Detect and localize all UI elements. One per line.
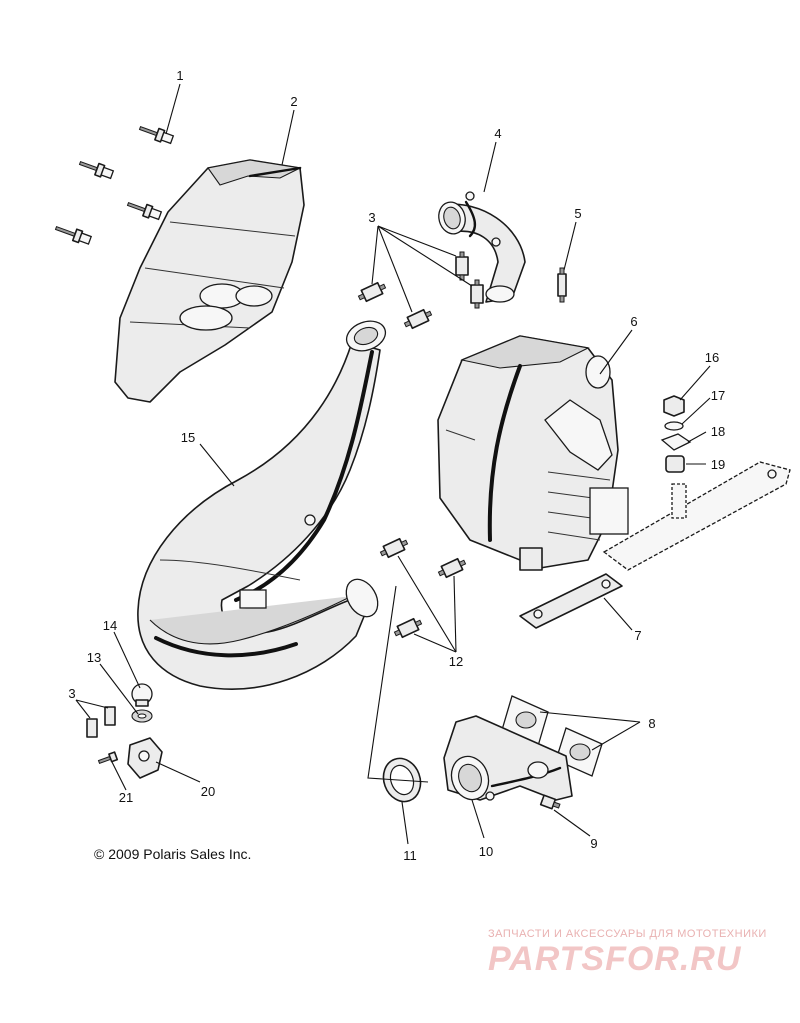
callout-4: 4 xyxy=(494,126,501,141)
rivets-part-1 xyxy=(54,125,175,245)
spring-part-5 xyxy=(557,267,567,303)
watermark-tagline: ЗАПЧАСТИ И АКСЕССУАРЫ ДЛЯ МОТОТЕХНИКИ xyxy=(488,928,767,940)
callout-6: 6 xyxy=(630,314,637,329)
callout-17: 17 xyxy=(711,388,725,403)
callout-3-upper: 3 xyxy=(368,210,375,225)
mount-hardware-parts-16-19 xyxy=(660,395,692,473)
mount-arm xyxy=(602,461,791,571)
callout-21: 21 xyxy=(119,790,133,805)
callout-5: 5 xyxy=(574,206,581,221)
callout-19: 19 xyxy=(711,457,725,472)
callout-12: 12 xyxy=(449,654,463,669)
callout-10: 10 xyxy=(479,844,493,859)
callout-9: 9 xyxy=(590,836,597,851)
callout-11: 11 xyxy=(403,848,417,863)
heat-shield-part-2 xyxy=(114,159,305,403)
callout-2: 2 xyxy=(290,94,297,109)
watermark-logo: PARTSFOR.RU xyxy=(488,940,742,978)
small-parts-13-14-20-21 xyxy=(86,683,163,779)
expansion-chamber-part-15 xyxy=(137,320,387,690)
callout-18: 18 xyxy=(711,424,725,439)
callout-3-lower: 3 xyxy=(68,686,75,701)
silencer-part-6 xyxy=(437,335,629,571)
grommets-part-3-upper xyxy=(357,251,484,330)
callout-15: 15 xyxy=(181,430,195,445)
callout-14: 14 xyxy=(103,618,117,633)
grommets-part-12 xyxy=(379,537,467,639)
callout-16: 16 xyxy=(705,350,719,365)
bolt-part-9 xyxy=(539,794,561,810)
coupler-pipe-part-4 xyxy=(438,191,526,303)
callout-8: 8 xyxy=(648,716,655,731)
copyright-notice: © 2009 Polaris Sales Inc. xyxy=(94,846,252,862)
bracket-part-7 xyxy=(519,573,623,629)
callout-7: 7 xyxy=(634,628,641,643)
callout-13: 13 xyxy=(87,650,101,665)
callout-20: 20 xyxy=(201,784,215,799)
callout-1: 1 xyxy=(176,68,183,83)
leader-lines xyxy=(75,83,711,845)
callout-labels: 1 2 3 4 5 6 7 8 9 10 11 12 13 14 15 16 1… xyxy=(68,68,725,863)
exhaust-manifold-part-10 xyxy=(443,715,573,801)
